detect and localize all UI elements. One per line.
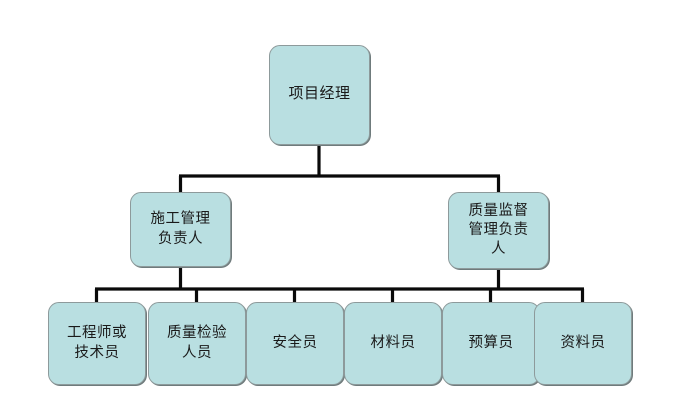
node-project-manager-label: 项目经理 <box>288 86 351 103</box>
node-safety-officer[interactable]: 安全员 <box>246 302 344 385</box>
node-material-officer-label: 材料员 <box>370 334 416 351</box>
node-documentation-officer-label: 资料员 <box>560 334 606 351</box>
node-quality-supervision-lead[interactable]: 质量监督 管理负责 人 <box>448 192 549 269</box>
node-engineer-technician-label: 工程师或 技术员 <box>67 325 127 361</box>
node-project-manager[interactable]: 项目经理 <box>269 45 370 145</box>
node-material-officer[interactable]: 材料员 <box>344 302 442 385</box>
node-quality-supervision-lead-label: 质量监督 管理负责 人 <box>468 202 529 258</box>
node-construction-mgmt-lead[interactable]: 施工管理 负责人 <box>130 192 231 267</box>
node-safety-officer-label: 安全员 <box>272 334 318 351</box>
node-budget-officer-label: 预算员 <box>468 334 514 351</box>
node-engineer-technician[interactable]: 工程师或 技术员 <box>48 302 146 385</box>
node-construction-mgmt-lead-label: 施工管理 负责人 <box>150 211 211 247</box>
node-quality-inspector[interactable]: 质量检验 人员 <box>148 302 246 385</box>
node-quality-inspector-label: 质量检验 人员 <box>167 325 227 361</box>
node-documentation-officer[interactable]: 资料员 <box>534 302 632 385</box>
node-budget-officer[interactable]: 预算员 <box>442 302 540 385</box>
